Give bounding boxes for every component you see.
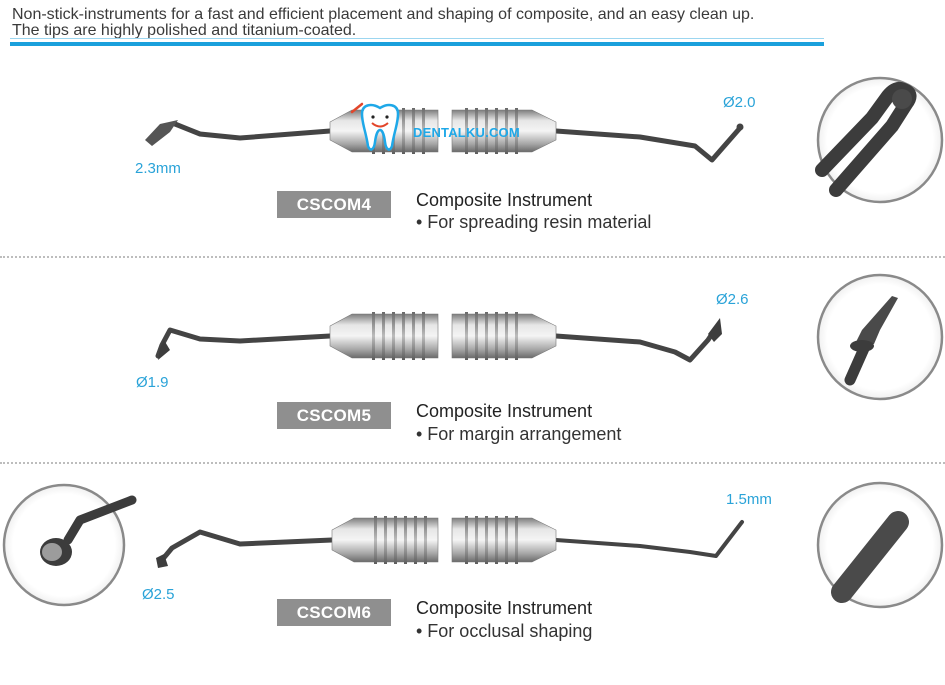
product-code-badge: CSCOM6 <box>277 599 391 626</box>
header-thin-divider <box>10 38 824 39</box>
intro-line-2: The tips are highly polished and titaniu… <box>12 22 357 39</box>
product-title: Composite Instrument <box>416 401 593 421</box>
dim-label-left: 2.3mm <box>135 160 181 177</box>
instrument-cscom5 <box>155 312 722 363</box>
dim-label-right: Ø2.6 <box>716 291 749 308</box>
zoom-cscom5-tip <box>816 273 944 401</box>
watermark-text: DENTALKU.COM <box>413 125 520 140</box>
dim-label-left: Ø1.9 <box>136 374 169 391</box>
zoom-cscom4-tip <box>815 76 944 204</box>
product-description: • For occlusal shaping <box>416 621 593 641</box>
tooth-logo <box>350 102 400 151</box>
zoom-cscom6-left-tip <box>2 483 137 607</box>
intro-text: Non-stick-instruments for a fast and eff… <box>12 7 832 39</box>
intro-line-1: Non-stick-instruments for a fast and eff… <box>12 6 755 23</box>
header-blue-divider <box>10 42 824 46</box>
dim-label-right: 1.5mm <box>726 491 772 508</box>
section-divider-2 <box>0 462 945 464</box>
product-code-badge: CSCOM5 <box>277 402 391 429</box>
dim-label-right: Ø2.0 <box>723 94 756 111</box>
product-description: • For margin arrangement <box>416 424 622 444</box>
zoom-cscom6-tip <box>816 481 944 609</box>
product-title: Composite Instrument <box>416 598 593 618</box>
product-code-badge: CSCOM4 <box>277 191 391 218</box>
product-description: • For spreading resin material <box>416 212 652 232</box>
product-title: Composite Instrument <box>416 190 593 210</box>
section-divider-1 <box>0 256 945 258</box>
dim-label-left: Ø2.5 <box>142 586 175 603</box>
instrument-cscom4 <box>145 102 744 163</box>
instrument-cscom6 <box>156 516 744 568</box>
